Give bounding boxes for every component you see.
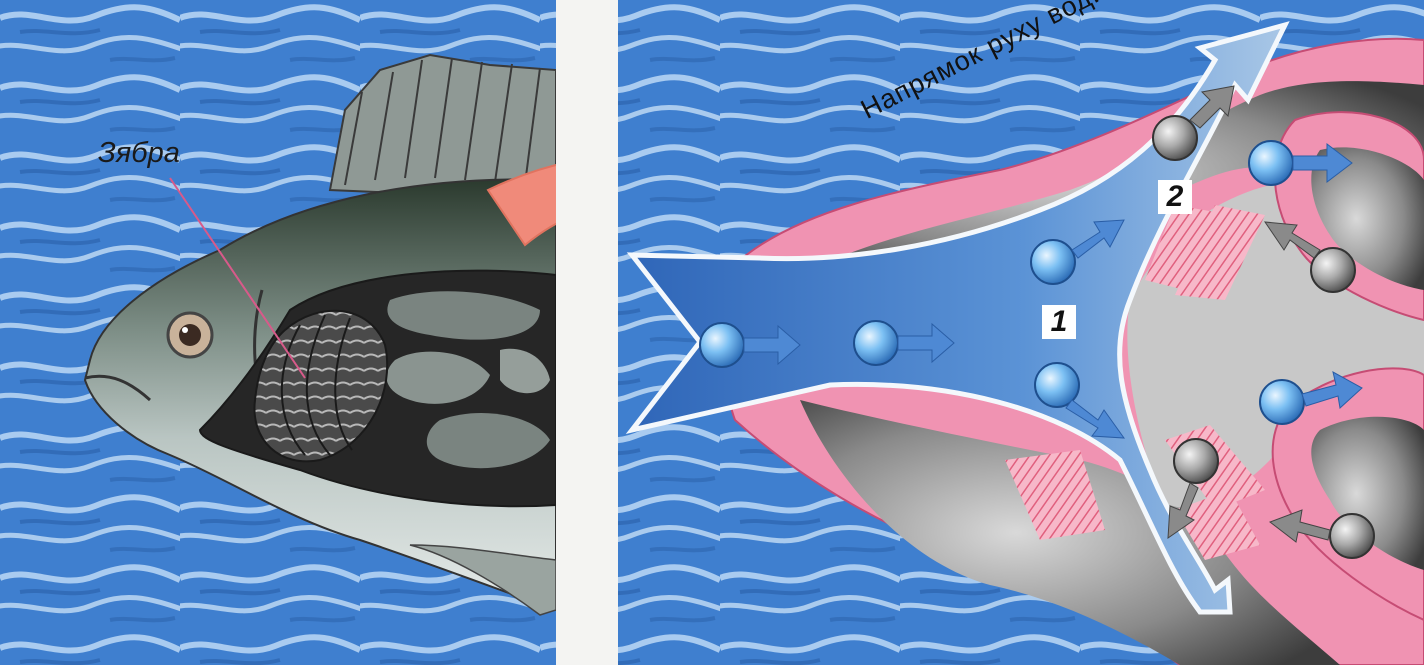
gill-label: Зябра <box>98 137 180 170</box>
right-panel <box>618 0 1424 665</box>
panel-divider <box>556 0 618 665</box>
left-panel <box>0 0 556 665</box>
marker-1: 1 <box>1042 305 1076 339</box>
marker-2: 2 <box>1158 180 1192 214</box>
